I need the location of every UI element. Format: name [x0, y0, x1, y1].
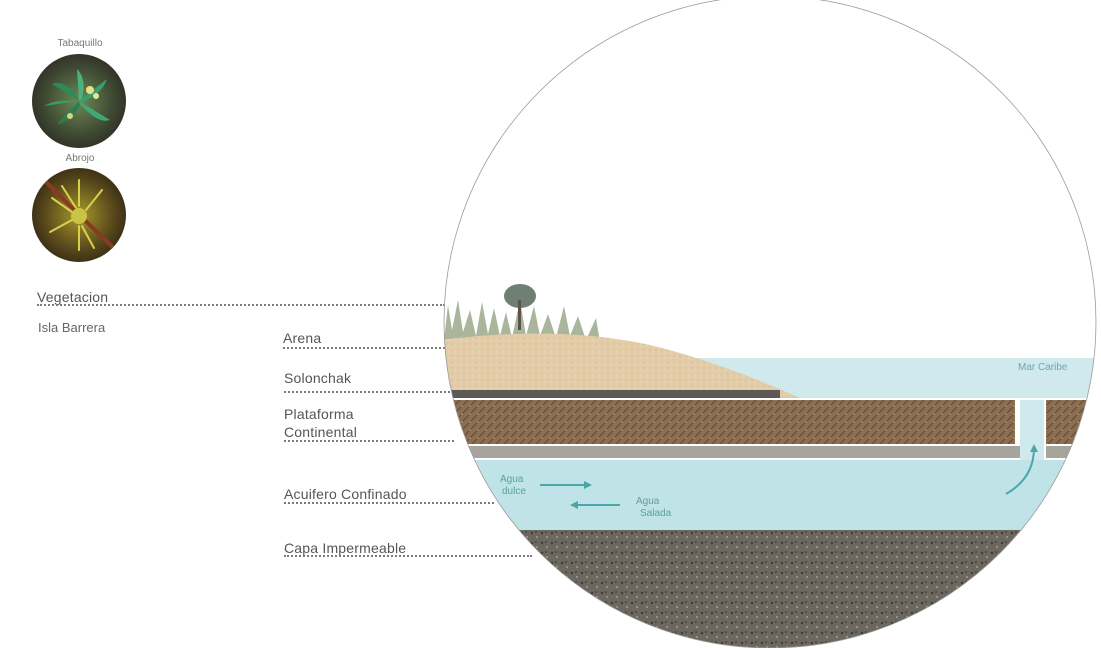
label-arena: Arena	[283, 330, 322, 346]
sand-layer	[444, 333, 800, 398]
plant-label-tabaquillo: Tabaquillo	[57, 38, 103, 49]
leader-plataforma	[284, 440, 454, 442]
plant-label-abrojo: Abrojo	[65, 153, 95, 164]
label-agua-dulce-2: dulce	[502, 486, 526, 497]
label-isla-barrera: Isla Barrera	[38, 320, 106, 335]
solonchak-layer	[444, 390, 780, 398]
impermeable-layer	[444, 530, 1096, 648]
tabaquillo-photo-art	[32, 54, 126, 148]
leader-solonchak	[284, 391, 454, 393]
abrojo-plant-photo	[32, 168, 126, 262]
label-solonchak: Solonchak	[284, 370, 352, 386]
label-continental: Continental	[284, 424, 358, 440]
label-acuifero: Acuifero Confinado	[284, 486, 407, 502]
cross-section-diagram: Mar Caribe Agua dulce Agua Salada	[443, 0, 1097, 648]
label-agua-dulce-1: Agua	[500, 474, 524, 485]
label-agua-salada-2: Salada	[640, 508, 672, 519]
flow-arrows	[540, 444, 1038, 509]
leader-capa	[284, 555, 532, 557]
label-plataforma: Plataforma	[284, 406, 354, 422]
aquifer-layer	[444, 460, 1096, 530]
label-capa: Capa Impermeable	[284, 540, 407, 556]
leader-vegetacion	[37, 304, 445, 306]
leader-acuifero	[284, 502, 494, 504]
label-agua-salada-1: Agua	[636, 496, 660, 507]
diagram-circle-outline	[443, 0, 1097, 648]
label-mar-caribe: Mar Caribe	[1018, 362, 1068, 373]
tabaquillo-plant-photo	[32, 54, 126, 148]
plataforma-layer	[444, 400, 1015, 444]
abrojo-photo-art	[32, 168, 126, 262]
label-vegetacion: Vegetacion	[37, 289, 109, 305]
leader-arena	[283, 347, 445, 349]
vegetation-layer	[444, 284, 600, 342]
